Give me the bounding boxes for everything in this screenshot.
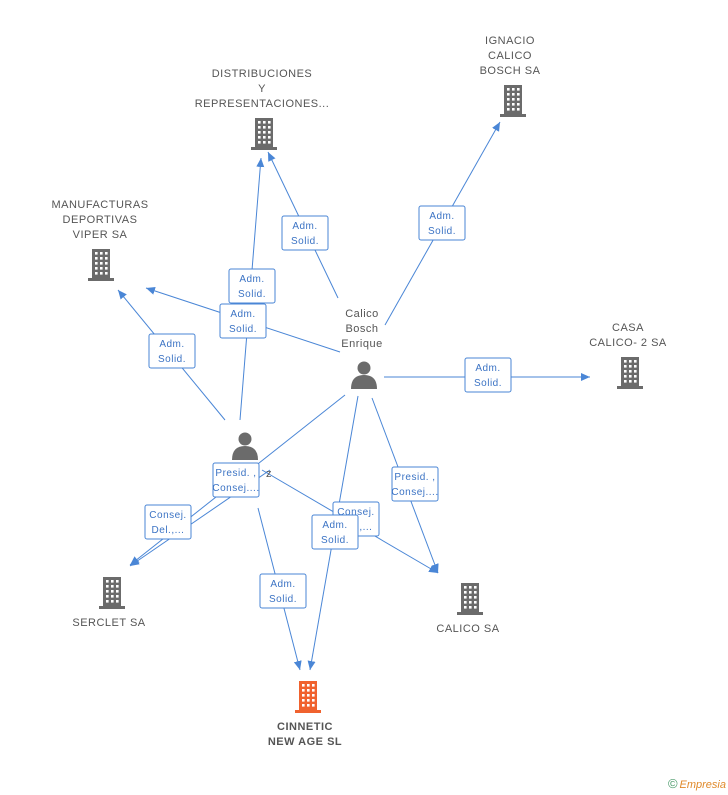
edge-label-box [281, 215, 329, 251]
edge-label-text: Solid. [229, 324, 257, 335]
edge-label-text: Del.,... [152, 525, 185, 536]
node-label-line: IGNACIO [485, 35, 535, 47]
edge-label-jorge-cinnetic[interactable]: Adm. Solid. [259, 573, 307, 609]
edge-label-text: Adm. [159, 339, 184, 350]
node-label-line: REPRESENTACIONES... [195, 98, 330, 110]
node-label-line: Enrique [341, 338, 382, 350]
edge-label-box [148, 333, 196, 369]
edge-label-text: Consej. [337, 507, 374, 518]
edge-label-calico_bosch-cinnetic[interactable]: Adm. Solid. [311, 514, 359, 550]
footer-brand[interactable]: ©Empresia [668, 776, 726, 791]
node-label-line: SERCLET SA [72, 617, 145, 629]
edges-layer [117, 121, 590, 671]
edge-label-text: Solid. [321, 535, 349, 546]
edge-label-box [311, 514, 359, 550]
edge-label-calico_bosch-casa[interactable]: Adm. Solid. [464, 357, 512, 393]
edge-label-text: Presid. , [215, 468, 256, 479]
edge-label-jorge-manufacturas[interactable]: Adm. Solid. [148, 333, 196, 369]
edge-label-calico_bosch-manufacturas[interactable]: Adm. Solid. [219, 303, 267, 339]
building-icon [500, 85, 526, 117]
building-icon [88, 249, 114, 281]
node-label-line: CASA [612, 322, 644, 334]
node-ignacio[interactable]: IGNACIO CALICO BOSCH SA [480, 35, 541, 117]
node-serclet[interactable]: SERCLET SA [72, 577, 145, 629]
building-icon [251, 118, 277, 150]
node-label-line: NEW AGE SL [268, 736, 342, 748]
edge-label-box [259, 573, 307, 609]
brand-name: Empresia [679, 779, 726, 791]
building-icon [617, 357, 643, 389]
edge-label-text: Solid. [158, 354, 186, 365]
node-label-line: DEPORTIVAS [63, 214, 138, 226]
edge-label-text: Solid. [428, 226, 456, 237]
edge-label-text: Consej.... [391, 487, 438, 498]
edge-label-text: Consej. [149, 510, 186, 521]
edge-label-text: Adm. [322, 520, 347, 531]
edge-label-text: Adm. [475, 363, 500, 374]
person-icon [232, 432, 258, 460]
edge-label-box [391, 466, 439, 502]
edge-label-text: Adm. [239, 274, 264, 285]
node-label-line: z [266, 468, 272, 480]
node-label-line: DISTRIBUCIONES [212, 68, 313, 80]
node-label-line: CINNETIC [277, 721, 333, 733]
edge-labels-layer: Adm. Solid. Adm. Solid. Adm. Solid. Adm. Solid.… [144, 205, 512, 609]
edge-label-jorge-serclet[interactable]: Consej. Del.,... [144, 504, 192, 540]
edge-label-jorge-distribuciones[interactable]: Adm. Solid. [228, 268, 276, 304]
node-label-line: Calico [345, 308, 379, 320]
edge-label-text: Adm. [292, 221, 317, 232]
nodes-layer: DISTRIBUCIONES Y REPRESENTACIONES... IGNACI… [51, 35, 666, 748]
node-manufacturas[interactable]: MANUFACTURAS DEPORTIVAS VIPER SA [51, 199, 148, 281]
edge-label-text: Solid. [474, 378, 502, 389]
edge-label-calico_bosch-serclet[interactable]: Presid. , Consej.... [212, 462, 260, 498]
node-label-line: Bosch [345, 323, 378, 335]
building-icon [99, 577, 125, 609]
node-casa[interactable]: CASA CALICO- 2 SA [589, 322, 667, 389]
edge-label-text: Adm. [429, 211, 454, 222]
node-cinnetic[interactable]: CINNETIC NEW AGE SL [268, 681, 342, 748]
edge-label-calico_bosch-distribuciones[interactable]: Adm. Solid. [281, 215, 329, 251]
person-icon [351, 361, 377, 389]
edge-label-text: Consej.... [212, 483, 259, 494]
edge-label-text: Adm. [230, 309, 255, 320]
edge-label-text: Adm. [270, 579, 295, 590]
node-calico_sa[interactable]: CALICO SA [436, 583, 499, 635]
edge-label-text: Solid. [291, 236, 319, 247]
node-label-line: CALICO [488, 50, 532, 62]
copyright-symbol: © [667, 776, 678, 791]
edge-label-text: Presid. , [394, 472, 435, 483]
edge-label-box [418, 205, 466, 241]
edge-label-calico_bosch-ignacio[interactable]: Adm. Solid. [418, 205, 466, 241]
node-label-line: MANUFACTURAS [51, 199, 148, 211]
node-label-line: VIPER SA [73, 229, 128, 241]
edge-label-box [464, 357, 512, 393]
edge-label-box [228, 268, 276, 304]
edge-label-text: Solid. [269, 594, 297, 605]
node-label-line: CALICO- 2 SA [589, 337, 667, 349]
building-icon [457, 583, 483, 615]
building-icon [295, 681, 321, 713]
edge-label-calico_bosch-calico_sa[interactable]: Presid. , Consej.... [391, 466, 439, 502]
node-label-line: BOSCH SA [480, 65, 541, 77]
edge-label-box [212, 462, 260, 498]
node-label-line: Y [258, 83, 266, 95]
edge-label-text: Solid. [238, 289, 266, 300]
node-distribuciones[interactable]: DISTRIBUCIONES Y REPRESENTACIONES... [195, 68, 330, 150]
node-label-line: CALICO SA [436, 623, 499, 635]
edge-label-box [144, 504, 192, 540]
edge-label-box [219, 303, 267, 339]
